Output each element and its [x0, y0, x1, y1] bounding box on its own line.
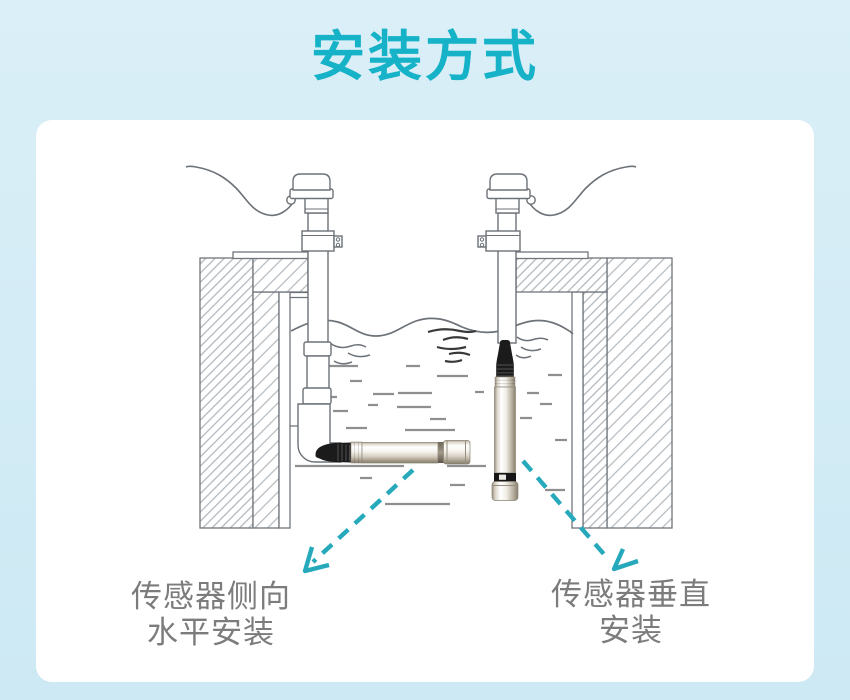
page-title: 安装方式: [311, 27, 539, 87]
water-scribble: [427, 328, 477, 363]
water-dashes: [295, 364, 567, 506]
cable-left-icon: [185, 165, 295, 217]
label-vertical-install: 传感器垂直 安装: [516, 577, 746, 649]
left-wall: [199, 251, 309, 529]
mounting-pole-left: [185, 165, 343, 463]
label-horizontal-install: 传感器侧向 水平安装: [96, 579, 326, 651]
label-vertical-line1: 传感器垂直: [551, 577, 711, 612]
dashed-arrow-right-icon: [521, 459, 639, 572]
pipe-clamp-left: [301, 230, 343, 252]
horizontal-sensor: [315, 440, 471, 465]
label-horizontal-line1: 传感器侧向: [131, 579, 291, 614]
pipe-clamp-right: [477, 230, 521, 252]
pole-cap-left: [286, 173, 334, 205]
vertical-sensor: [491, 340, 519, 501]
pole-cap-right: [486, 173, 536, 205]
dashed-arrow-left-icon: [302, 468, 415, 574]
channel-walls: [199, 251, 673, 529]
right-wall: [513, 251, 673, 529]
mounting-pole-right: [477, 165, 637, 344]
water-surface: [290, 317, 574, 506]
cable-right-icon: [527, 165, 637, 217]
label-vertical-line2: 安装: [599, 613, 663, 648]
diagram-card: [36, 120, 814, 682]
label-horizontal-line2: 水平安装: [147, 615, 275, 650]
